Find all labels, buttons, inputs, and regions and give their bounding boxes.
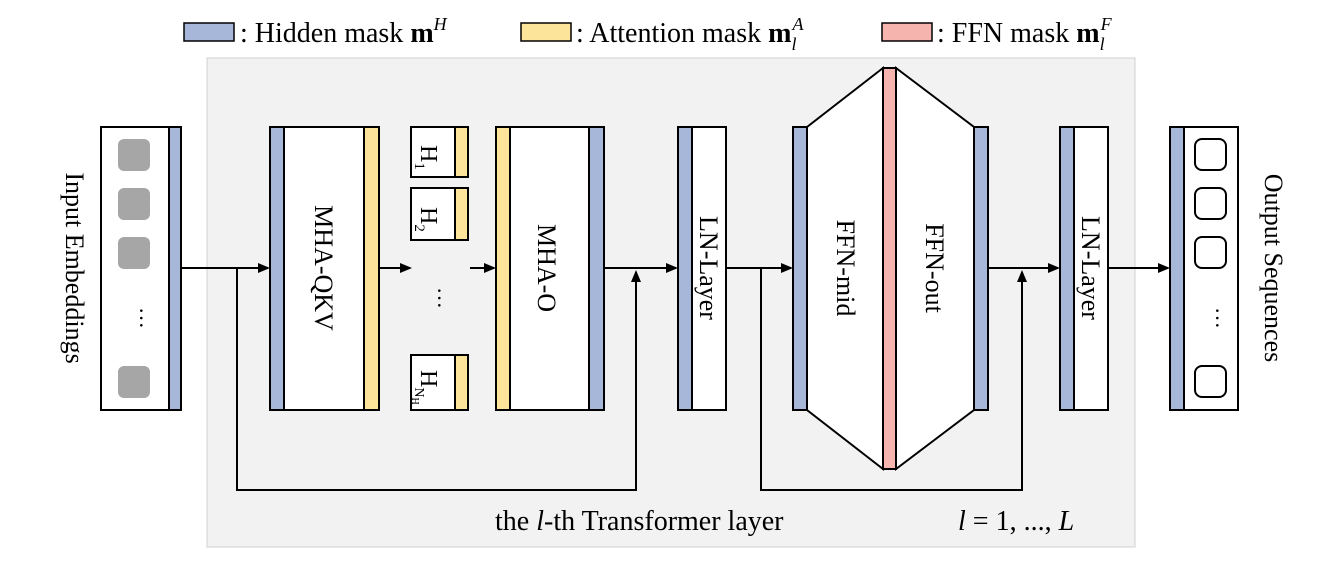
layer-range: l = 1, ..., L	[958, 506, 1074, 537]
legend-ffn-label: : FFN mask mlF	[937, 14, 1113, 54]
attention-mask-mha-o	[495, 126, 511, 411]
output-token	[1194, 236, 1227, 269]
embedding-token	[118, 237, 150, 269]
input-embeddings-block: ···	[100, 126, 182, 411]
embedding-token	[118, 366, 150, 398]
ffn-out-label: FFN-out	[920, 223, 949, 313]
ln-layer-1-label: LN-Layer	[694, 216, 723, 320]
residual-2	[760, 268, 1027, 491]
ln-layer-2-label: LN-Layer	[1076, 216, 1105, 320]
attention-mask-mha-qkv	[363, 126, 380, 411]
mha-o-label: MHA-O	[532, 224, 561, 312]
residual-1	[236, 268, 641, 491]
hidden-mask-mha-o	[588, 126, 605, 411]
input-embeddings-label: Input Embeddings	[60, 172, 89, 363]
hidden-mask-ffn-out	[973, 126, 989, 411]
embedding-ellipsis: ···	[129, 307, 154, 329]
ffn-mask	[882, 67, 897, 470]
mha-qkv-label: MHA-QKV	[309, 205, 338, 331]
mha-o-block: MHA-O	[495, 126, 605, 411]
ffn-block: FFN-mid FFN-out	[792, 65, 989, 472]
output-token	[1194, 138, 1227, 171]
attention-mask-head-2	[454, 187, 469, 241]
head-n-label: HNH	[409, 370, 441, 405]
output-token	[1194, 187, 1227, 220]
mha-qkv-block: MHA-QKV	[269, 126, 380, 411]
attention-mask-head-1	[454, 126, 469, 178]
hidden-mask-input	[168, 126, 182, 411]
legend-attention-label: : Attention mask mlA	[576, 14, 804, 54]
attention-mask-head-n	[454, 354, 469, 411]
head-2	[410, 187, 456, 241]
ln-layer-1-block: LN-Layer	[677, 126, 727, 411]
output-sequences-block: ···	[1169, 126, 1239, 411]
hidden-mask-ffn-mid	[792, 126, 808, 411]
legend-ffn-swatch	[881, 22, 933, 42]
embedding-token	[118, 188, 150, 220]
output-ellipsis: ···	[1205, 307, 1230, 329]
output-sequences-label: Output Sequences	[1259, 174, 1288, 362]
hidden-mask-mha-qkv	[269, 126, 285, 411]
head-n	[410, 354, 456, 411]
legend-hidden-swatch	[183, 22, 235, 42]
output-token	[1194, 365, 1227, 398]
heads-ellipsis: ···	[427, 287, 452, 309]
embedding-token	[118, 139, 150, 171]
legend-hidden-label: : Hidden mask mH	[240, 14, 448, 49]
legend: : Hidden mask mH : Attention mask mlA : …	[183, 14, 1113, 54]
ln-layer-2-block: LN-Layer	[1059, 126, 1109, 411]
hidden-mask-ln-2	[1059, 126, 1075, 411]
ffn-mid-label: FFN-mid	[831, 220, 860, 317]
legend-attention-swatch	[520, 22, 572, 42]
layer-caption: the l-th Transformer layer	[495, 506, 784, 537]
connections	[181, 263, 1170, 491]
head-2-label: H2	[411, 207, 441, 232]
attention-heads: H1 H2 ··· HNH	[409, 126, 469, 411]
hidden-mask-output	[1169, 126, 1185, 411]
hidden-mask-ln-1	[677, 126, 693, 411]
head-1-label: H1	[411, 145, 441, 170]
